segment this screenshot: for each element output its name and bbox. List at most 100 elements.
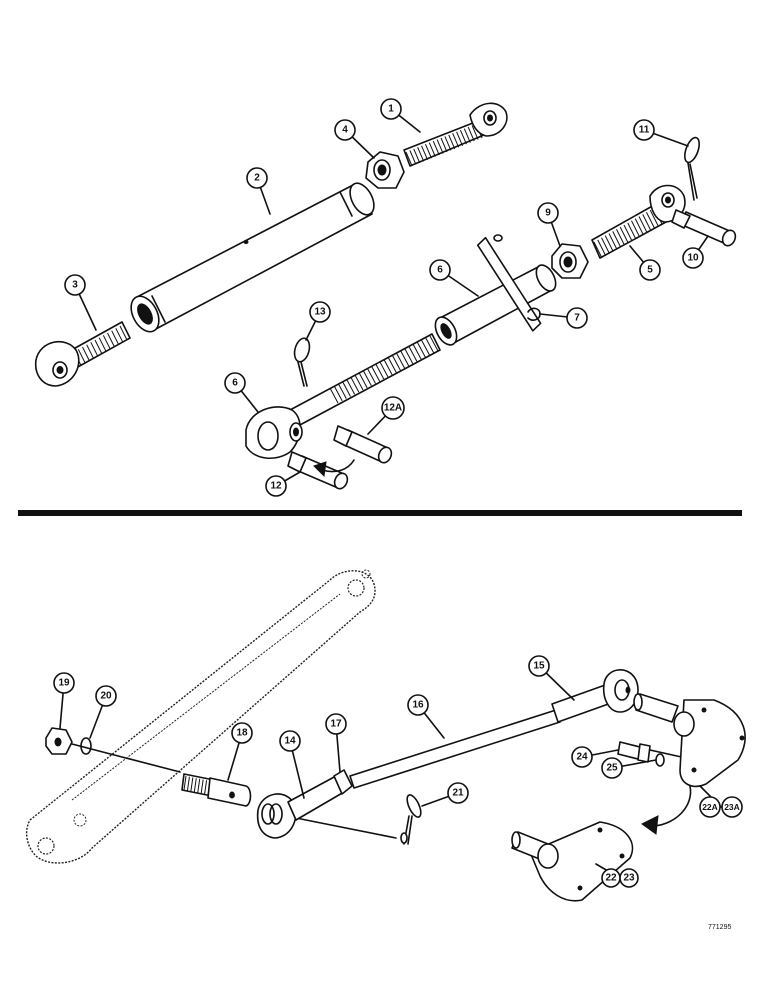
callout-19: 19: [53, 672, 75, 694]
part-nut-19: [45, 727, 73, 755]
callout-7: 7: [566, 307, 588, 329]
callout-21: 21: [447, 782, 469, 804]
callout-12a: 12A: [381, 396, 405, 420]
thread-line: [200, 779, 204, 794]
callout-label: 11: [639, 125, 650, 136]
part-threaded-rod-6: [245, 333, 441, 459]
callout-label: 10: [687, 253, 699, 264]
arrow-alternative-bracket: [641, 785, 692, 835]
callout-2: 2: [246, 167, 268, 189]
thread-line: [350, 376, 360, 393]
lower-link-arm: [25, 569, 376, 864]
part-pin-10: [671, 209, 737, 247]
part-adjustable-link-14-16: [256, 669, 639, 839]
thread-line: [186, 776, 190, 791]
callout-circle: [64, 274, 86, 296]
callout-label: 23: [623, 873, 635, 884]
thread-line: [333, 385, 343, 402]
thread-line: [111, 330, 120, 345]
thread-line: [646, 212, 655, 229]
thread-line: [452, 133, 460, 148]
callout-circle: [619, 868, 639, 888]
part-bracket-22a-23a: [633, 693, 746, 788]
callout-6-top: 6: [429, 259, 451, 281]
callout-1: 1: [380, 98, 402, 120]
thread-line: [421, 340, 431, 356]
callout-5: 5: [639, 259, 661, 281]
callout-circle: [721, 796, 743, 818]
thread-line: [404, 348, 414, 365]
part-pin-12a: [333, 425, 393, 464]
callout-6-bottom: 6: [224, 372, 246, 394]
callout-circle: [309, 301, 331, 323]
part-bracket-22-23: [511, 821, 634, 902]
thread-line: [421, 145, 429, 160]
thread-line: [119, 325, 128, 341]
callout-label: 13: [314, 307, 326, 318]
thread-line: [367, 368, 376, 384]
thread-line: [627, 222, 637, 240]
thread-line: [619, 226, 629, 244]
thread-line: [601, 237, 610, 254]
thread-line: [467, 126, 475, 142]
callout-4: 4: [334, 119, 356, 141]
callout-label: 22: [605, 873, 617, 884]
thread-line: [77, 349, 86, 364]
arrow-alternative-pin: [313, 459, 355, 478]
thread-line: [379, 361, 389, 378]
thread-line: [392, 355, 401, 371]
thread-line: [417, 147, 425, 162]
callout-22: 22: [601, 868, 621, 888]
thread-line: [429, 335, 439, 352]
callout-label: 22A: [702, 802, 718, 812]
callout-circle: [53, 672, 75, 694]
thread-line: [204, 780, 208, 795]
thread-line: [115, 328, 124, 343]
thread-line: [82, 346, 90, 362]
thread-line: [593, 241, 603, 259]
thread-line: [193, 778, 197, 793]
part-hex-nut-9: [551, 243, 589, 279]
thread-line: [456, 131, 464, 146]
thread-line: [358, 372, 368, 389]
part-linch-pin-21: [400, 794, 422, 845]
callout-circle: [447, 782, 469, 804]
callouts: 1 2 3 4 5 6 6 7 9 10 11 12 12A 13 14 15 …: [53, 98, 743, 888]
callout-label: 7: [574, 313, 580, 324]
callout-circle: [279, 730, 301, 752]
callout-label: 23A: [724, 802, 740, 812]
thread-line: [436, 139, 444, 154]
callout-label: 3: [72, 280, 78, 291]
thread-line: [459, 130, 467, 145]
callout-circle: [429, 259, 451, 281]
thread-line: [638, 216, 648, 233]
part-lock-washer-20: [80, 737, 92, 755]
callout-circle: [699, 796, 721, 818]
thread-line: [417, 342, 426, 358]
thread-line: [102, 335, 111, 350]
callout-circle: [633, 119, 655, 141]
callout-20: 20: [95, 685, 117, 707]
callout-22a: 22A: [699, 796, 721, 818]
callout-25: 25: [601, 757, 623, 779]
thread-line: [183, 775, 187, 791]
thread-line: [612, 231, 622, 248]
callout-circle: [601, 757, 623, 779]
callout-circle: [231, 722, 253, 744]
callout-3: 3: [64, 274, 86, 296]
callout-label: 16: [412, 700, 424, 711]
thread-line: [337, 383, 347, 399]
callout-circle: [380, 98, 402, 120]
section-divider: [18, 510, 742, 516]
thread-line: [440, 137, 448, 153]
thread-line: [424, 144, 432, 159]
callout-label: 1: [388, 104, 394, 115]
thread-line: [432, 140, 440, 156]
part-stud-18: [181, 773, 252, 807]
drawing-code: 771295: [708, 924, 731, 931]
thread-line: [448, 134, 456, 150]
thread-line: [604, 235, 614, 252]
thread-line: [346, 379, 356, 395]
thread-line: [197, 778, 201, 793]
